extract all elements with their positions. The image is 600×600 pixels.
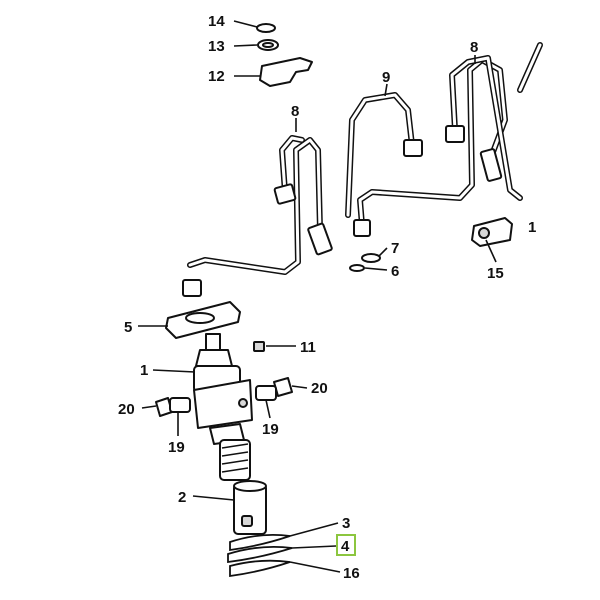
leader-lines xyxy=(138,20,497,573)
callout-5: 5 xyxy=(124,319,132,336)
callout-3: 3 xyxy=(342,515,350,532)
callout-4-highlight xyxy=(336,534,356,556)
callout-19-left: 19 xyxy=(168,439,185,456)
fitting-19-right xyxy=(255,385,277,401)
callout-8-right: 8 xyxy=(470,39,478,56)
flange-gasket-5 xyxy=(165,301,241,339)
shim-16 xyxy=(229,559,291,578)
shim-4 xyxy=(227,545,293,564)
injection-pipe-8-right xyxy=(445,42,543,201)
callout-20-left: 20 xyxy=(118,401,135,418)
injection-pump-element-1 xyxy=(193,333,253,481)
shim-3 xyxy=(229,533,291,552)
fitting-19-left xyxy=(169,397,191,413)
callout-7: 7 xyxy=(391,240,399,257)
callout-4[interactable]: 4 xyxy=(341,538,350,555)
washer-13 xyxy=(257,39,279,51)
clamp-12 xyxy=(259,57,313,87)
callout-2: 2 xyxy=(178,489,186,506)
callout-9: 9 xyxy=(382,69,390,86)
callout-1: 1 xyxy=(140,362,148,379)
washer-7 xyxy=(361,253,381,263)
callout-1-right: 1 xyxy=(528,219,536,236)
callout-12: 12 xyxy=(208,68,225,85)
callout-6: 6 xyxy=(391,263,399,280)
callout-20-right: 20 xyxy=(311,380,328,397)
bleed-screw-11 xyxy=(253,341,265,352)
callout-13: 13 xyxy=(208,38,225,55)
o-ring-6 xyxy=(349,264,365,272)
callout-19-right: 19 xyxy=(262,421,279,438)
callout-16: 16 xyxy=(343,565,360,582)
callout-8-left: 8 xyxy=(291,103,299,120)
o-ring-14 xyxy=(256,23,276,33)
injection-pipe-9 xyxy=(345,57,508,237)
injection-pipe-8-left xyxy=(182,135,333,297)
clamp-15 xyxy=(471,217,513,247)
callout-14: 14 xyxy=(208,13,225,30)
callout-11: 11 xyxy=(300,339,316,356)
roller-tappet-2 xyxy=(233,480,267,535)
callout-15: 15 xyxy=(487,265,504,282)
